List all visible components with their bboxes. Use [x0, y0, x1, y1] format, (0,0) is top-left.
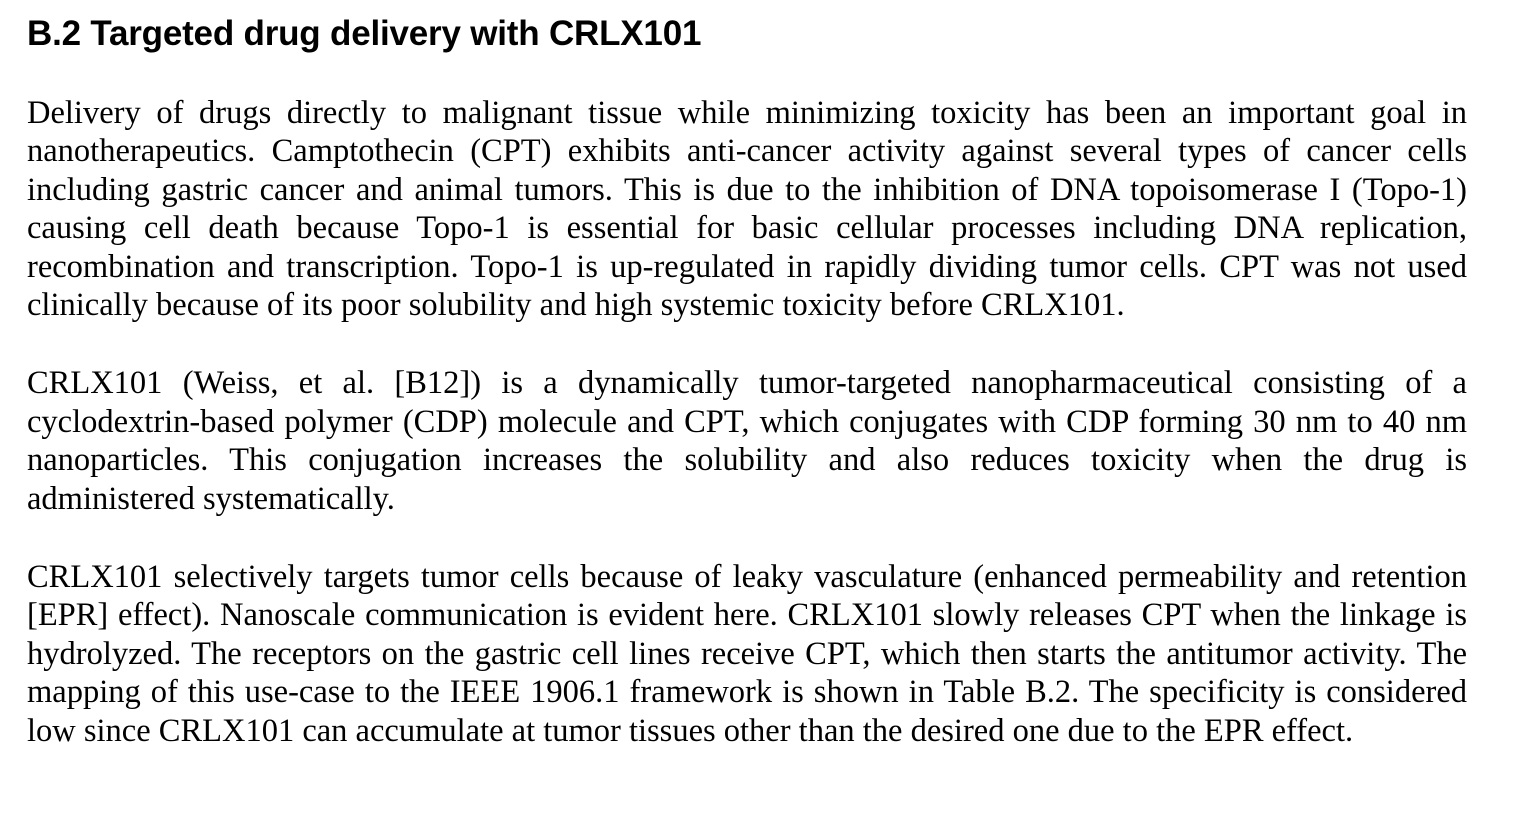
- paragraph-camptothecin-background: Delivery of drugs directly to malignant …: [27, 95, 1467, 324]
- paragraph-crlx101-targeting: CRLX101 selectively targets tumor cells …: [27, 559, 1467, 749]
- section-heading: B.2 Targeted drug delivery with CRLX101: [27, 14, 702, 53]
- paragraph-crlx101-composition: CRLX101 (Weiss, et al. [B12]) is a dynam…: [27, 365, 1467, 517]
- document-page: B.2 Targeted drug delivery with CRLX101 …: [27, 0, 1467, 750]
